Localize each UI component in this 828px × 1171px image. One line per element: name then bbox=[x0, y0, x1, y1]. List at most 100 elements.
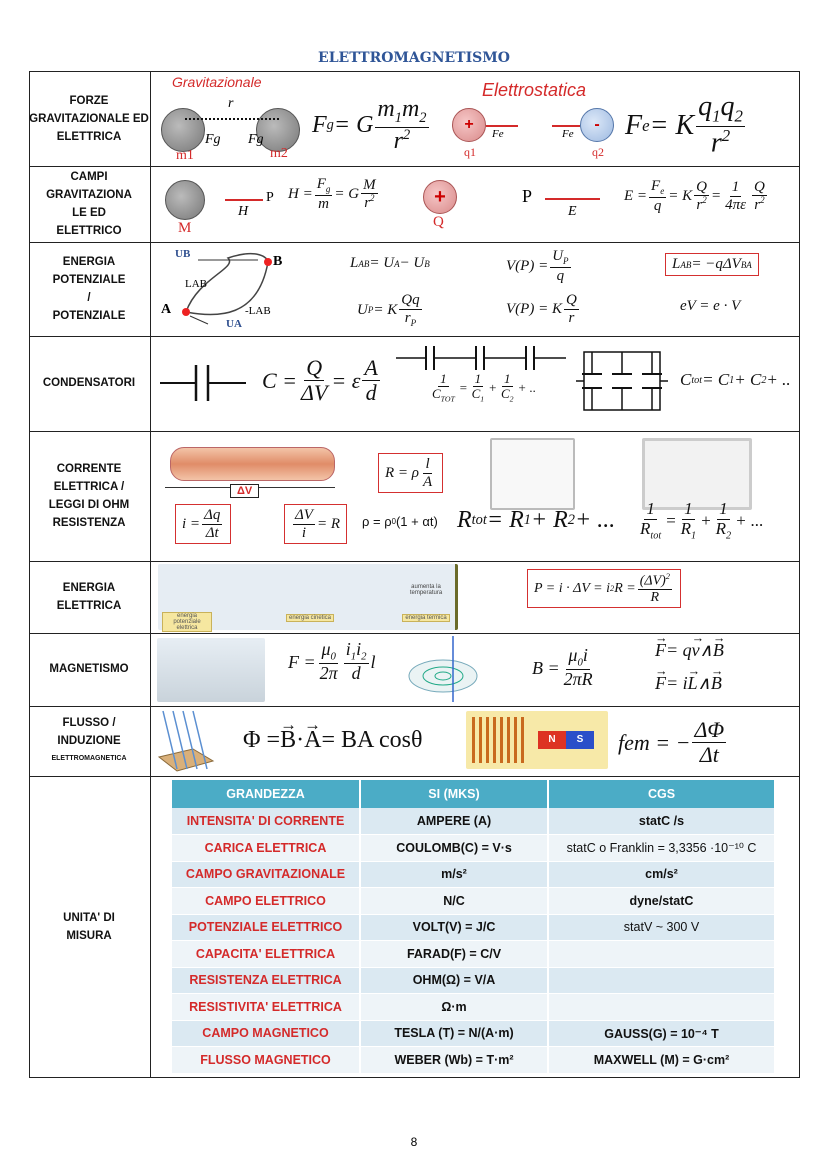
formula-vector: L bbox=[688, 664, 701, 694]
si-unit-cell: OHM(Ω) = V/A bbox=[360, 967, 549, 994]
formula-term: − U bbox=[399, 255, 425, 271]
energy-box: energia cinetica bbox=[286, 614, 334, 622]
denominator: Rtot bbox=[638, 519, 663, 542]
denominator: r2 bbox=[694, 195, 708, 214]
quantity-cell: POTENZIALE ELETTRICO bbox=[172, 914, 361, 941]
formula-superscript: 2 bbox=[370, 193, 375, 204]
formula-subscript: g bbox=[326, 116, 334, 133]
formula-term: m bbox=[377, 96, 395, 122]
row-label: FLUSSO / INDUZIONE ELETTROMAGNETICA bbox=[29, 706, 149, 775]
formula-term: 2πR bbox=[563, 669, 593, 690]
formula-term: 1 bbox=[474, 371, 482, 386]
numerator: Fg bbox=[314, 176, 333, 196]
magnet-north: N bbox=[538, 731, 566, 749]
formula-term: R bbox=[650, 590, 660, 606]
formula-term: A bbox=[364, 355, 378, 380]
formula-term: B = bbox=[532, 657, 560, 678]
formula-term: (ΔV) bbox=[639, 573, 666, 589]
formula-term: = C bbox=[702, 370, 730, 389]
formula-term: r bbox=[364, 195, 371, 212]
formula-term: ΔΦ bbox=[694, 717, 725, 742]
row-label: ENERGIA ELETTRICA bbox=[56, 581, 122, 612]
quantity-cell: RESISTENZA ELETTRICA bbox=[172, 967, 361, 994]
force-label: Fg bbox=[248, 132, 264, 147]
positive-charge: + bbox=[452, 108, 486, 142]
cgs-unit-cell bbox=[548, 940, 776, 968]
formula-subscript: tot bbox=[650, 530, 662, 542]
gravitazionale-label: Gravitazionale bbox=[172, 74, 262, 90]
row-label-sub: ELETTROMAGNETICA bbox=[51, 754, 127, 762]
formula-subscript: A bbox=[394, 258, 400, 269]
row-label: CORRENTE ELETTRICA / LEGGI DI OHM RESIST… bbox=[48, 462, 130, 529]
quantity-cell: FLUSSO MAGNETICO bbox=[172, 1046, 361, 1074]
formula-subscript: 1 bbox=[729, 374, 735, 386]
formula-term: i bbox=[582, 645, 588, 665]
denominator: r2 bbox=[392, 126, 413, 154]
si-unit-cell: Ω·m bbox=[360, 993, 549, 1021]
formula-subscript: 0 bbox=[330, 650, 336, 663]
formula-term: R bbox=[457, 507, 472, 533]
formula-term: = q bbox=[666, 640, 692, 660]
formula-term: μ bbox=[321, 639, 331, 659]
numerator: Q bbox=[563, 292, 579, 310]
formula-term: = bbox=[710, 187, 722, 204]
point-label: P bbox=[522, 186, 533, 206]
row-label: CAMPI GRAVITAZIONA LE ED ELETTRICO bbox=[46, 170, 132, 237]
formula-term: Q bbox=[754, 178, 765, 195]
denominator: R1 bbox=[679, 518, 698, 542]
formula-term: V(P) = K bbox=[506, 300, 562, 317]
row-label: MAGNETISMO bbox=[49, 663, 129, 675]
si-unit-cell: COULOMB(C) = V·s bbox=[360, 834, 549, 862]
numerator: 1 bbox=[438, 371, 449, 388]
page-title: ELETTROMAGNETISMO bbox=[318, 50, 510, 66]
formula-subscript: 1 bbox=[523, 512, 531, 528]
formula-subscript: 1 bbox=[480, 394, 485, 404]
formula-superscript: 2 bbox=[403, 126, 411, 143]
quantity-cell: RESISTIVITA' ELETTRICA bbox=[172, 993, 361, 1021]
numerator: Q bbox=[694, 179, 709, 197]
summary-table bbox=[29, 71, 800, 1078]
formula-term: P = i · ΔV = i bbox=[534, 580, 610, 596]
row-divider bbox=[30, 561, 799, 562]
force-label: Fg bbox=[205, 132, 221, 147]
row-label: UNITA' DI MISURA bbox=[63, 911, 115, 942]
numerator: A bbox=[362, 355, 380, 382]
formula-subscript: 1 bbox=[350, 650, 357, 663]
row-label: FORZE GRAVITAZIONALE ED ELETTRICA bbox=[29, 94, 149, 143]
formula-superscript: 2 bbox=[665, 572, 670, 581]
formula-term: ρ = ρ bbox=[362, 514, 392, 529]
formula-term: R = ρ bbox=[385, 464, 419, 481]
mass-sphere bbox=[165, 180, 205, 220]
formula-term: + bbox=[700, 510, 712, 530]
formula-term: R bbox=[680, 518, 692, 538]
formula-subscript: tot bbox=[471, 512, 487, 528]
denominator: CTOT bbox=[430, 387, 457, 404]
numerator: q1q2 bbox=[696, 91, 745, 128]
denominator: r2 bbox=[709, 126, 732, 159]
coil bbox=[472, 717, 524, 763]
magnetic-field-lines-image bbox=[408, 636, 478, 702]
formula-term: r bbox=[393, 127, 404, 154]
formula-flux: Φ = B · A = BA cosθ bbox=[243, 715, 422, 754]
parallel-circuit-image bbox=[642, 438, 752, 510]
formula-term: 1 bbox=[719, 499, 728, 518]
wire-current-image bbox=[170, 447, 335, 481]
formula-term: i = bbox=[182, 515, 201, 532]
numerator: 1 bbox=[729, 179, 742, 197]
formula-term: r bbox=[696, 197, 703, 214]
column-header: GRANDEZZA bbox=[172, 780, 361, 808]
numerator: UP bbox=[550, 248, 571, 268]
formula-term: E = bbox=[624, 187, 648, 204]
